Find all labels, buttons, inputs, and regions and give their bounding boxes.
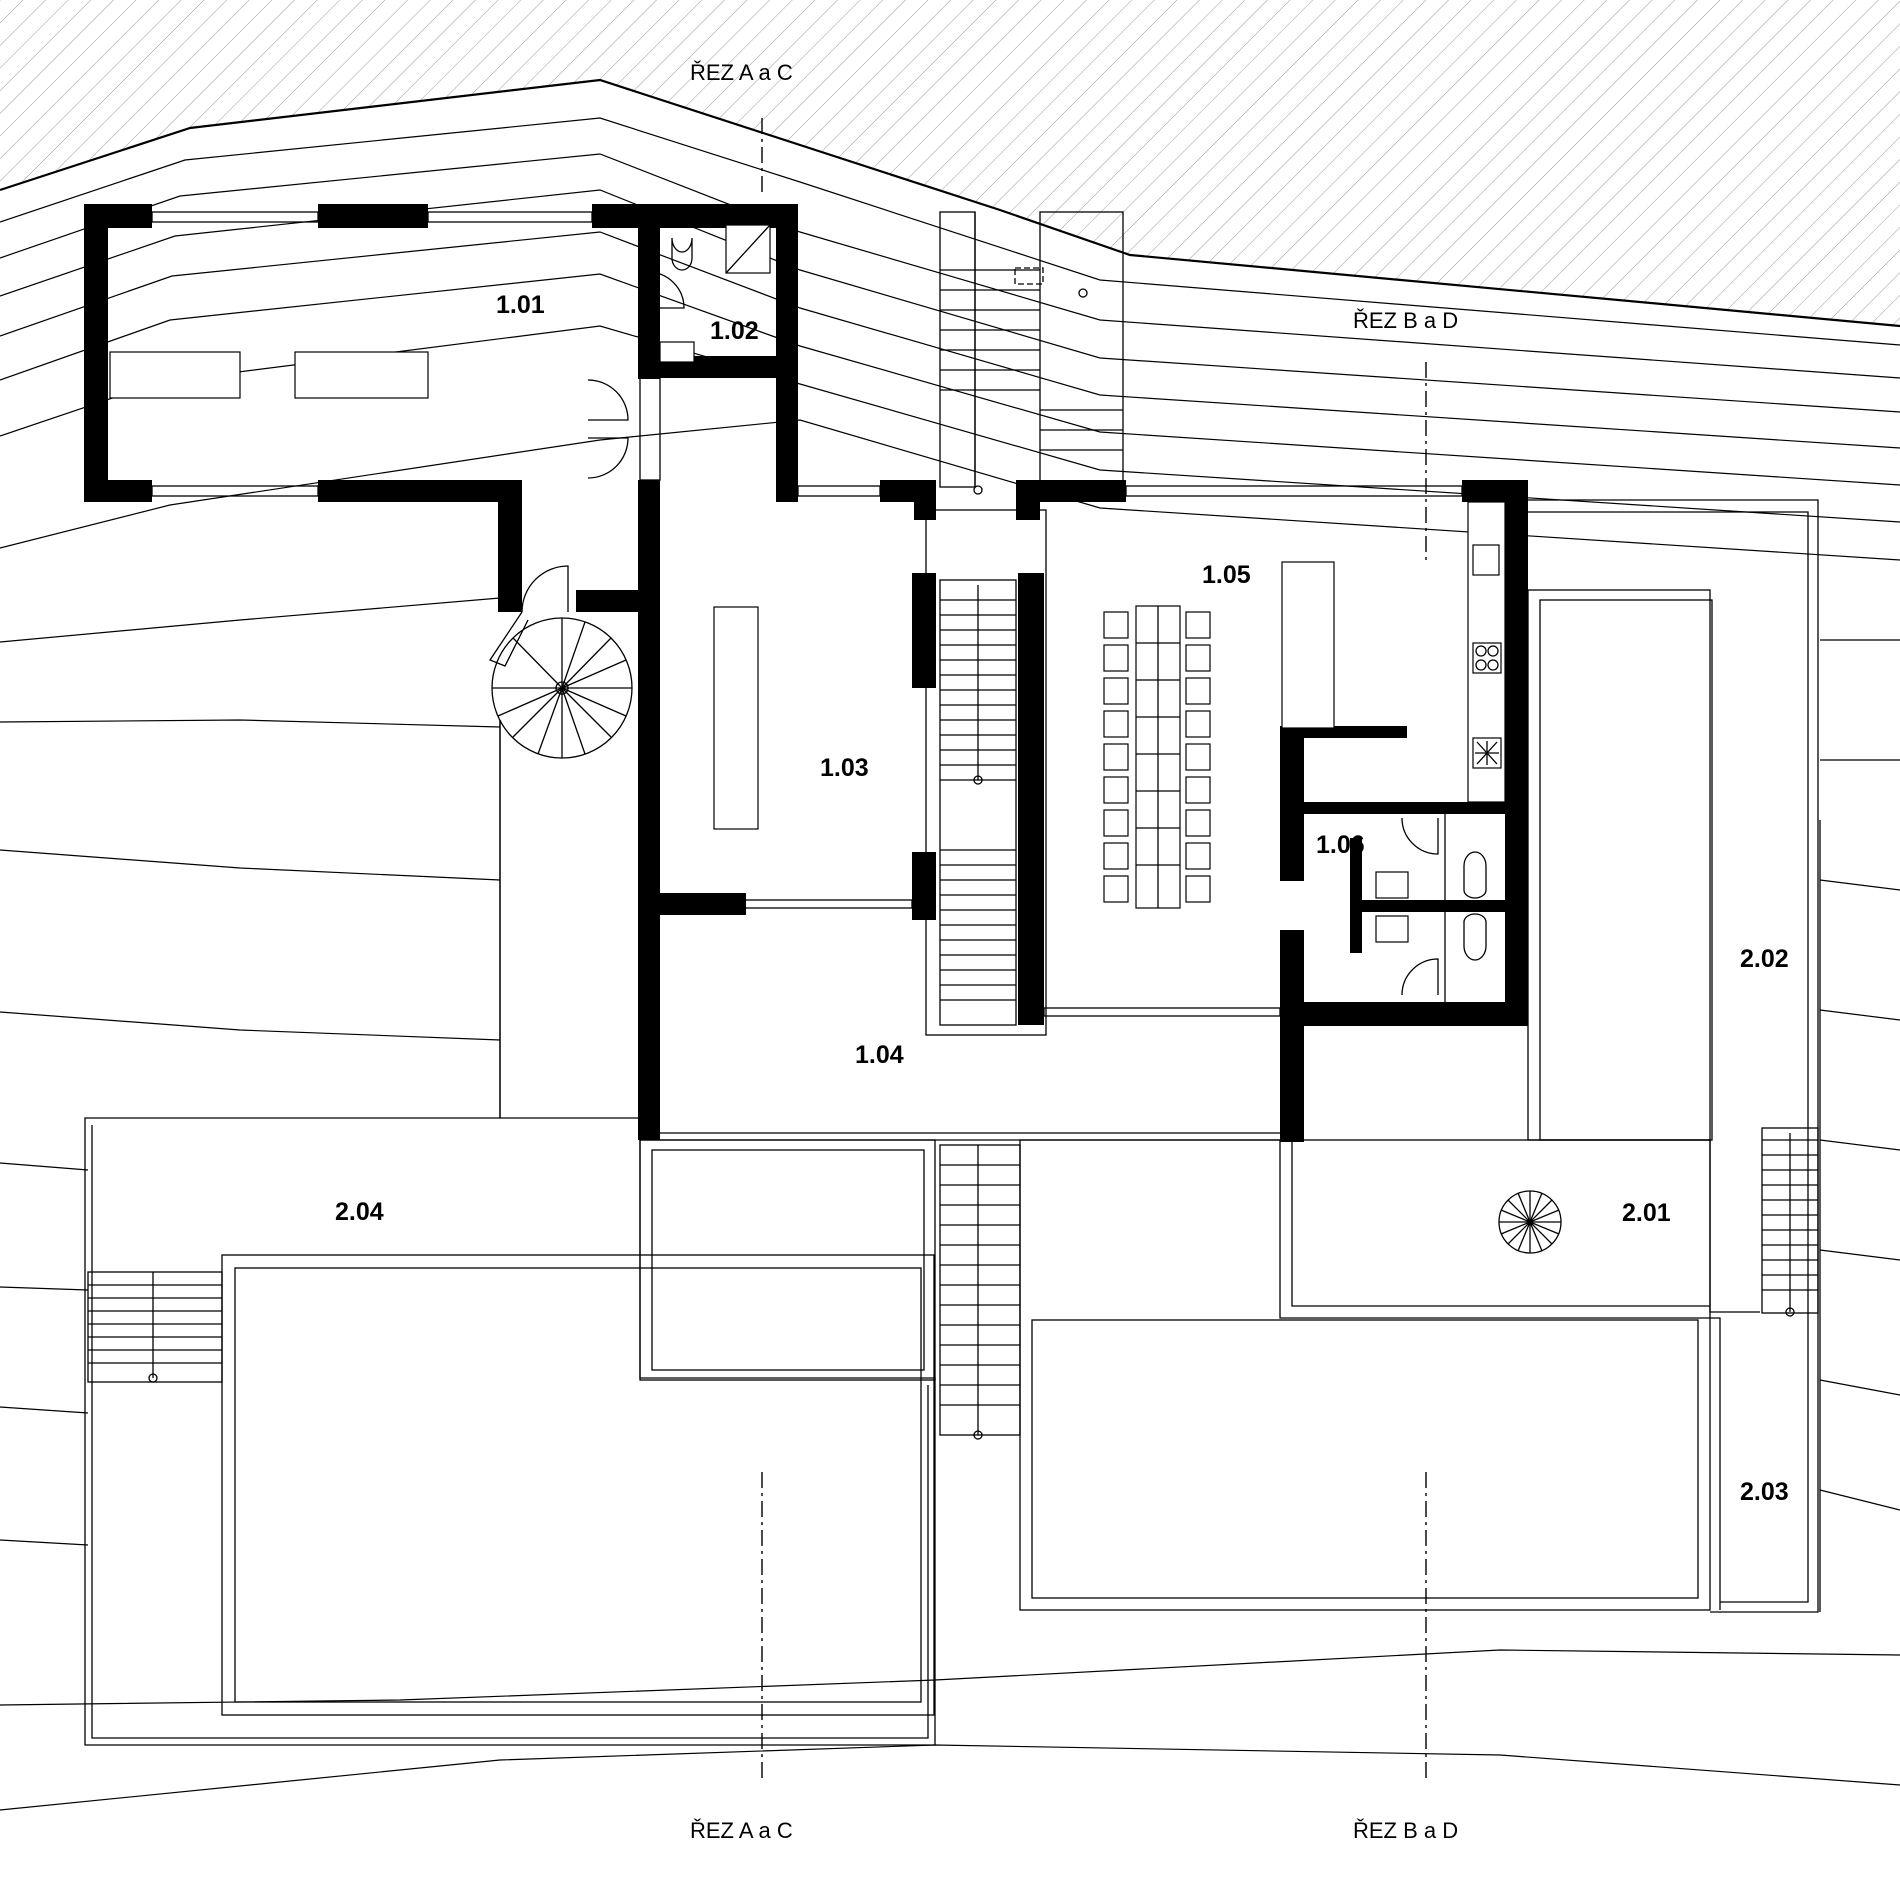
room-label-1-04: 1.04 bbox=[855, 1041, 904, 1069]
room-label-2-01: 2.01 bbox=[1622, 1199, 1671, 1227]
stairs bbox=[87, 211, 1819, 1440]
room-label-1-03: 1.03 bbox=[820, 754, 869, 782]
contour-lines bbox=[0, 117, 1900, 1811]
room-label-2-02: 2.02 bbox=[1740, 945, 1789, 973]
terrain-boundary bbox=[0, 78, 1900, 328]
furniture bbox=[109, 224, 1506, 961]
room-label-2-04: 2.04 bbox=[335, 1198, 384, 1226]
windows bbox=[151, 211, 1463, 1017]
section-lines bbox=[761, 118, 1427, 1780]
terrain-hatch bbox=[0, 0, 1900, 326]
section-label-bd-top: ŘEZ B a D bbox=[1353, 308, 1458, 333]
section-label-ac-bottom: ŘEZ A a C bbox=[690, 1818, 793, 1843]
walls bbox=[84, 204, 1528, 1142]
room-label-1-05: 1.05 bbox=[1202, 561, 1251, 589]
room-label-1-02: 1.02 bbox=[710, 317, 759, 345]
room-label-2-03: 2.03 bbox=[1740, 1478, 1789, 1506]
room-label-1-06: 1.06 bbox=[1316, 831, 1365, 859]
terrace-outlines bbox=[84, 499, 1821, 1746]
section-label-ac-top: ŘEZ A a C bbox=[690, 60, 793, 85]
room-label-1-01: 1.01 bbox=[496, 291, 545, 319]
section-label-bd-bottom: ŘEZ B a D bbox=[1353, 1818, 1458, 1843]
doors bbox=[587, 271, 1446, 1002]
spiral-stairs bbox=[489, 565, 1562, 1254]
